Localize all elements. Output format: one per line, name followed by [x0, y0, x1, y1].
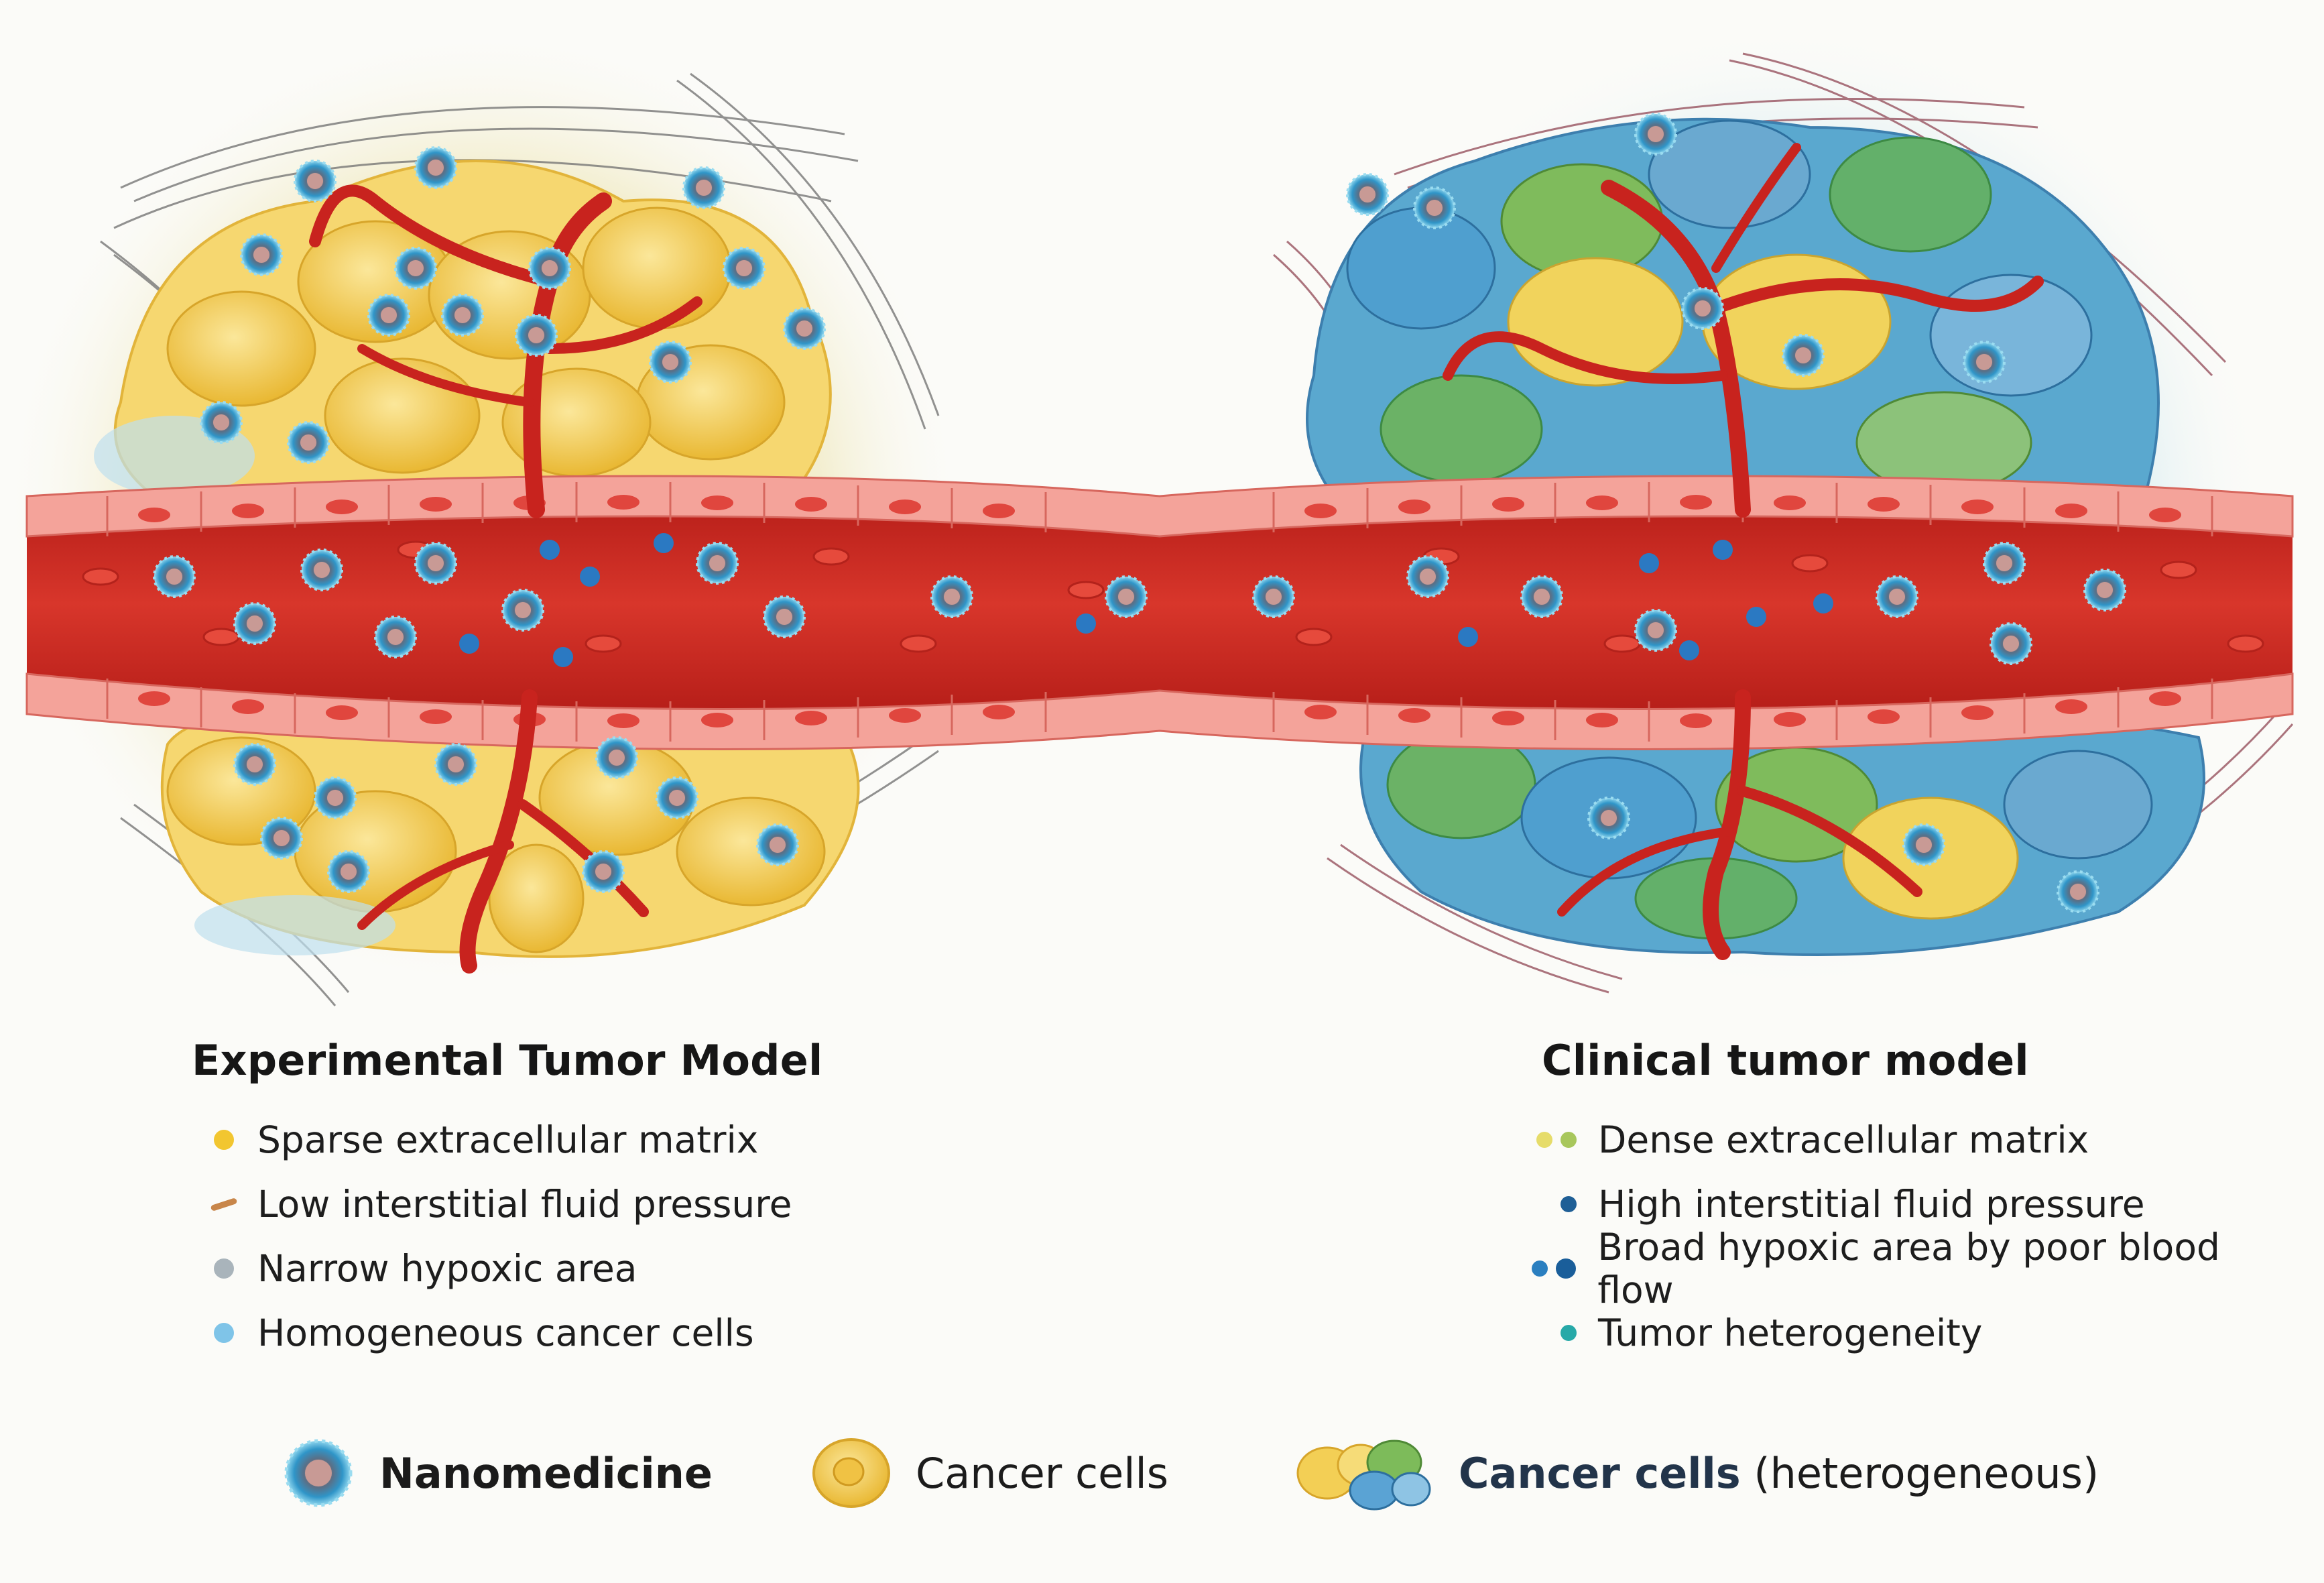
teal-dot-icon — [1512, 1325, 1577, 1341]
experimental-feature-list: Sparse extracellular matrix Low intersti… — [192, 1108, 1063, 1365]
dark-blue-dot-icon — [1512, 1196, 1577, 1212]
legend: Nanomedicine Cancer cells Cancer cells (… — [0, 1429, 2324, 1517]
legend-nanomedicine: Nanomedicine — [282, 1429, 713, 1517]
streak-icon — [192, 1197, 256, 1212]
yellow-cancer-cell-icon — [812, 1438, 890, 1508]
clinical-model-title: Clinical tumor model — [1542, 1036, 2029, 1085]
clinical-feature-list: Dense extracellular matrix High intersti… — [1532, 1108, 2303, 1365]
feature-narrow-hypoxic: Narrow hypoxic area — [192, 1236, 1063, 1301]
feature-homogeneous: Homogeneous cancer cells — [192, 1301, 1063, 1365]
light-blue-dot-icon — [192, 1323, 256, 1343]
legend-cancer-cells: Cancer cells — [811, 1429, 1168, 1517]
blood-vessel — [25, 475, 2294, 750]
legend-cancer-cells-heterogeneous: Cancer cells (heterogeneous) — [1294, 1429, 2099, 1517]
experimental-model-panel: Experimental Tumor Model Sparse extracel… — [192, 1036, 1063, 1365]
feature-dense-ecm: Dense extracellular matrix — [1532, 1108, 2303, 1172]
feature-low-ifp: Low interstitial fluid pressure — [192, 1172, 1063, 1236]
gray-dot-icon — [192, 1258, 256, 1279]
yellow-dot-icon — [192, 1130, 256, 1150]
yellow-green-dots-icon — [1512, 1132, 1577, 1148]
nanomedicine-icon — [284, 1439, 353, 1507]
experimental-model-title: Experimental Tumor Model — [192, 1036, 823, 1085]
heterogeneous-cells-icon — [1296, 1440, 1431, 1511]
feature-sparse-ecm: Sparse extracellular matrix — [192, 1108, 1063, 1172]
feature-broad-hypoxic: Broad hypoxic area by poor blood flow — [1532, 1226, 2303, 1311]
blue-dots-icon — [1512, 1258, 1577, 1279]
feature-heterogeneity: Tumor heterogeneity — [1532, 1301, 2303, 1365]
feature-high-ifp: High interstitial fluid pressure — [1532, 1172, 2303, 1236]
clinical-model-panel: Clinical tumor model Dense extracellular… — [1532, 1036, 2303, 1365]
